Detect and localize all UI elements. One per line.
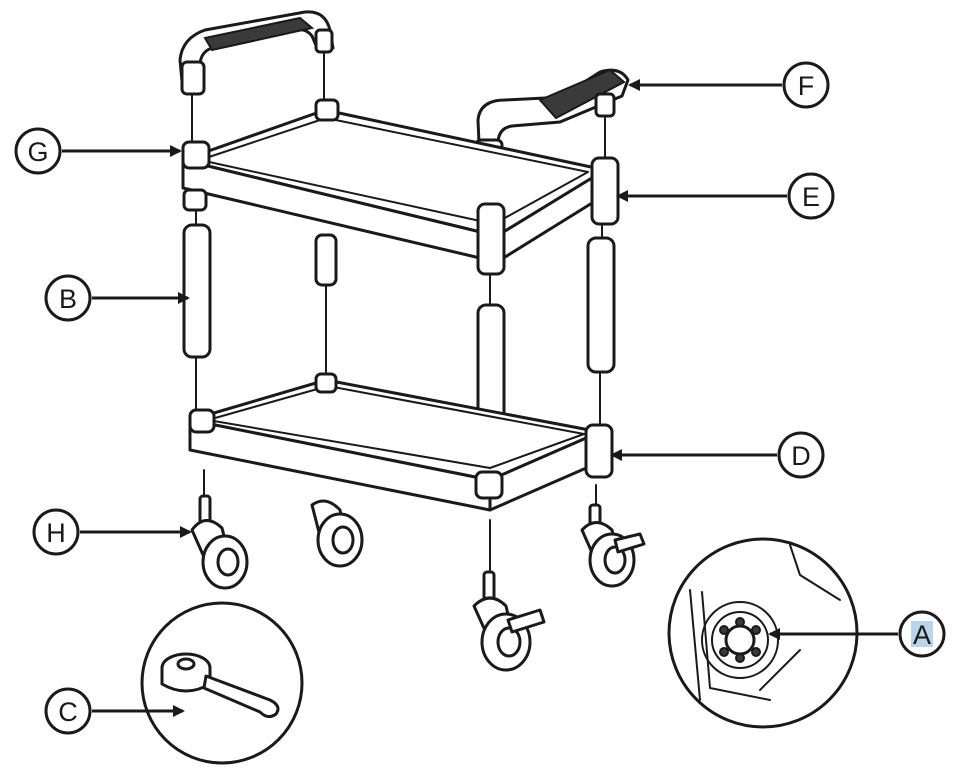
poles xyxy=(182,223,616,452)
label-d: D xyxy=(777,431,825,479)
top-shelf xyxy=(181,98,620,276)
label-f: F xyxy=(782,61,830,109)
label-h-text: H xyxy=(46,518,66,548)
label-f-text: F xyxy=(798,71,815,101)
label-e-text: E xyxy=(802,182,820,212)
label-g: G xyxy=(14,127,62,175)
label-g-text: G xyxy=(27,137,48,167)
caster-back-right xyxy=(580,503,646,588)
label-b-text: B xyxy=(59,284,77,314)
caster-front-right xyxy=(472,570,546,672)
label-c-text: C xyxy=(58,697,78,727)
bottom-shelf xyxy=(188,372,614,512)
caster-front-left xyxy=(190,494,249,590)
label-a: A xyxy=(898,610,946,658)
label-a-text: A xyxy=(913,620,931,650)
label-d-text: D xyxy=(791,441,811,471)
label-b: B xyxy=(44,274,92,322)
label-h: H xyxy=(32,508,80,556)
caster-back-left xyxy=(310,499,364,568)
label-c: C xyxy=(44,687,92,735)
detail-circle-c xyxy=(140,601,304,765)
handle-left xyxy=(178,10,335,96)
callout-arrows xyxy=(62,79,898,717)
label-e: E xyxy=(787,172,835,220)
